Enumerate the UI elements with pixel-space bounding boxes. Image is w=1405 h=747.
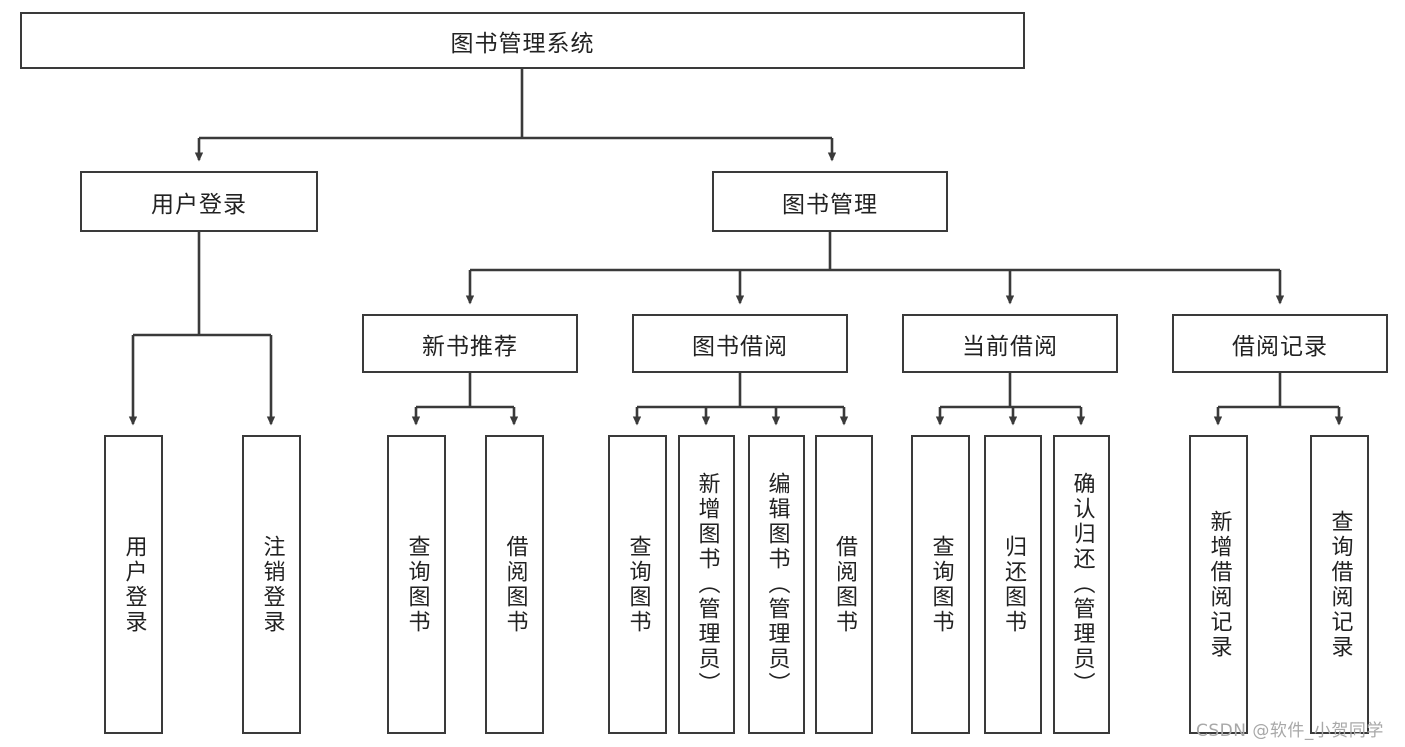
leaf-borrow-book-1-label: 借阅图书 <box>502 534 528 635</box>
node-new-book-rec[interactable]: 新书推荐 <box>362 314 578 373</box>
leaf-add-book[interactable]: 新增图书（管理员） <box>678 435 735 734</box>
watermark: CSDN @软件_小贺同学 <box>1196 721 1384 741</box>
node-user-login-label: 用户登录 <box>151 191 247 218</box>
leaf-add-record-label: 新增借阅记录 <box>1206 509 1232 660</box>
node-borrow-record[interactable]: 借阅记录 <box>1172 314 1388 373</box>
leaf-confirm-return[interactable]: 确认归还（管理员） <box>1053 435 1110 734</box>
node-book-borrow[interactable]: 图书借阅 <box>632 314 848 373</box>
leaf-edit-book[interactable]: 编辑图书（管理员） <box>748 435 805 734</box>
node-user-login[interactable]: 用户登录 <box>80 171 318 232</box>
leaf-query-book-3[interactable]: 查询图书 <box>911 435 970 734</box>
node-new-book-rec-label: 新书推荐 <box>422 333 518 360</box>
node-book-borrow-label: 图书借阅 <box>692 333 788 360</box>
leaf-borrow-book-2[interactable]: 借阅图书 <box>815 435 873 734</box>
node-borrow-record-label: 借阅记录 <box>1232 333 1328 360</box>
leaf-add-book-label: 新增图书（管理员） <box>694 472 720 697</box>
leaf-add-record[interactable]: 新增借阅记录 <box>1189 435 1248 734</box>
leaf-query-book-1-label: 查询图书 <box>404 534 430 635</box>
node-root-label: 图书管理系统 <box>450 30 595 57</box>
leaf-borrow-book-1[interactable]: 借阅图书 <box>485 435 544 734</box>
leaf-user-login-label: 用户登录 <box>121 534 147 635</box>
leaf-query-record[interactable]: 查询借阅记录 <box>1310 435 1369 734</box>
leaf-user-logout-label: 注销登录 <box>259 534 285 635</box>
node-book-manage[interactable]: 图书管理 <box>712 171 948 232</box>
node-book-manage-label: 图书管理 <box>782 191 878 218</box>
leaf-query-record-label: 查询借阅记录 <box>1327 509 1353 660</box>
node-root[interactable]: 图书管理系统 <box>20 12 1025 69</box>
leaf-query-book-2-label: 查询图书 <box>625 534 651 635</box>
leaf-borrow-book-2-label: 借阅图书 <box>832 534 857 635</box>
leaf-user-login[interactable]: 用户登录 <box>104 435 163 734</box>
node-current-borrow[interactable]: 当前借阅 <box>902 314 1118 373</box>
leaf-edit-book-label: 编辑图书（管理员） <box>764 472 790 697</box>
leaf-query-book-3-label: 查询图书 <box>928 534 954 635</box>
leaf-query-book-2[interactable]: 查询图书 <box>608 435 667 734</box>
leaf-user-logout[interactable]: 注销登录 <box>242 435 301 734</box>
leaf-return-book-label: 归还图书 <box>1001 534 1026 635</box>
node-current-borrow-label: 当前借阅 <box>962 333 1058 360</box>
leaf-query-book-1[interactable]: 查询图书 <box>387 435 446 734</box>
leaf-return-book[interactable]: 归还图书 <box>984 435 1042 734</box>
leaf-confirm-return-label: 确认归还（管理员） <box>1069 472 1095 697</box>
